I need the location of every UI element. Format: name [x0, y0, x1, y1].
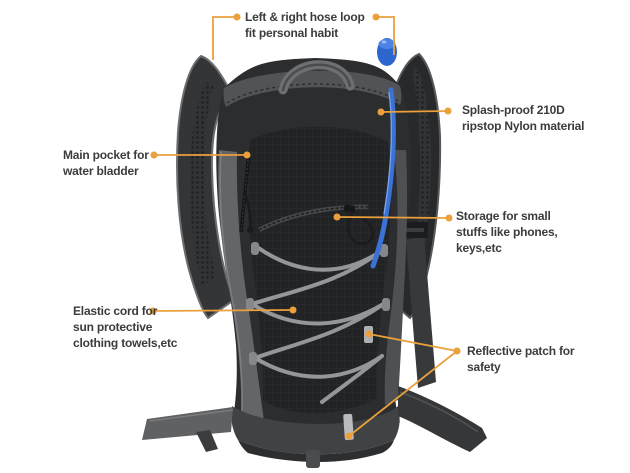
annotation-hose-loop: Left & right hose loop fit personal habi… [245, 10, 365, 40]
annotation-main-pocket: Main pocket for water bladder [63, 148, 149, 178]
hydration-tube-graphic [370, 87, 396, 269]
callout-lines [152, 16, 458, 437]
annotation-elastic-cord: Elastic cord for sun protective clothing… [73, 304, 178, 350]
elastic-cord-graphic [250, 245, 387, 404]
annotation-storage: Storage for small stuffs like phones, ke… [456, 209, 558, 255]
annotation-reflective: Reflective patch for safety [467, 344, 575, 374]
annotation-material: Splash-proof 210D ripstop Nylon material [462, 103, 585, 133]
hydration-cap-graphic [377, 38, 397, 66]
callout-dots [149, 13, 461, 440]
